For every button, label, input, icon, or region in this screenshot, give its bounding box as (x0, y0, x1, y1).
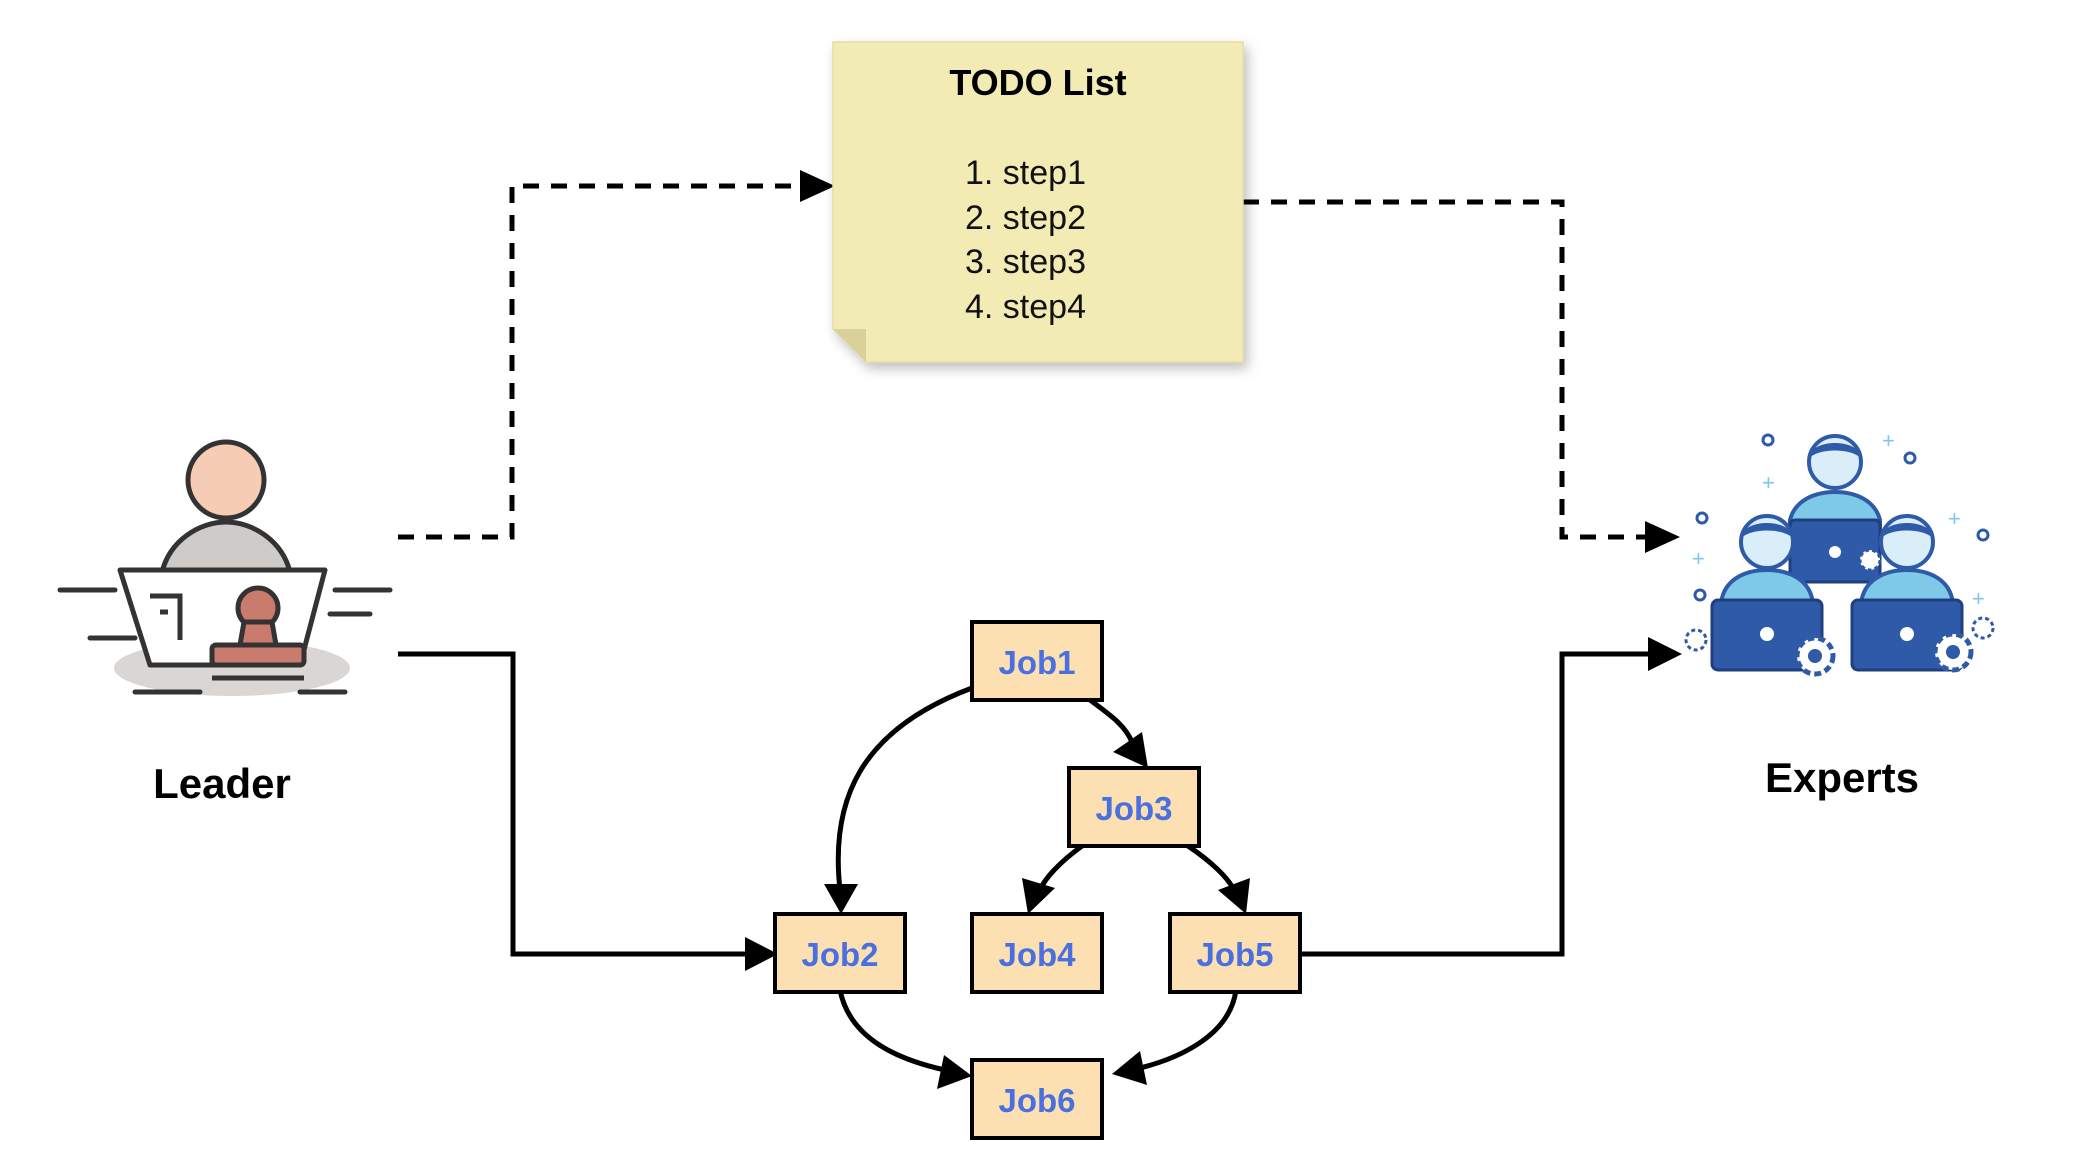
svg-text:+: + (1972, 586, 1985, 611)
svg-text:+: + (1948, 506, 1961, 531)
dashed-connector-todo-to-experts (1243, 199, 1680, 553)
connector-leader-to-job2 (398, 651, 778, 971)
edge-job1-to-job3 (1088, 697, 1148, 768)
job-label-6: Job6 (998, 1082, 1075, 1119)
job-box-1: Job1 (970, 620, 1104, 702)
dashed-connector-leader-to-todo (398, 170, 835, 540)
leader-label: Leader (153, 760, 291, 807)
experts-team-icon: + + + + + (1684, 428, 1995, 677)
job-box-2: Job2 (773, 912, 907, 994)
svg-text:+: + (1882, 428, 1895, 453)
job-box-5: Job5 (1168, 912, 1302, 994)
job-box-6: Job6 (970, 1058, 1104, 1140)
job-label-3: Job3 (1095, 790, 1172, 827)
svg-text:+: + (1762, 470, 1775, 495)
job-label-1: Job1 (998, 644, 1075, 681)
experts-label: Experts (1765, 754, 1919, 801)
edge-job1-to-job2 (824, 685, 973, 914)
edge-job3-to-job5 (1186, 843, 1250, 914)
todo-step-2: 2. step2 (965, 199, 1086, 237)
todo-step-3: 3. step3 (965, 243, 1086, 281)
todo-step-1: 1. step1 (965, 154, 1086, 192)
connector-job5-to-experts (1302, 637, 1682, 957)
leader-stamp-icon (57, 439, 393, 696)
job-label-5: Job5 (1196, 936, 1273, 973)
edge-job5-to-job6 (1112, 989, 1239, 1085)
edge-job3-to-job4 (1022, 843, 1084, 914)
job-label-2: Job2 (801, 936, 878, 973)
job-box-3: Job3 (1067, 766, 1201, 848)
job-label-4: Job4 (998, 936, 1076, 973)
svg-text:+: + (1692, 546, 1705, 571)
job-box-4: Job4 (970, 912, 1104, 994)
todo-note: TODO List 1. step1 2. step2 3. step3 4. … (832, 41, 1244, 363)
todo-title: TODO List (949, 62, 1126, 103)
edge-job2-to-job6 (837, 989, 972, 1089)
todo-step-4: 4. step4 (965, 288, 1086, 326)
